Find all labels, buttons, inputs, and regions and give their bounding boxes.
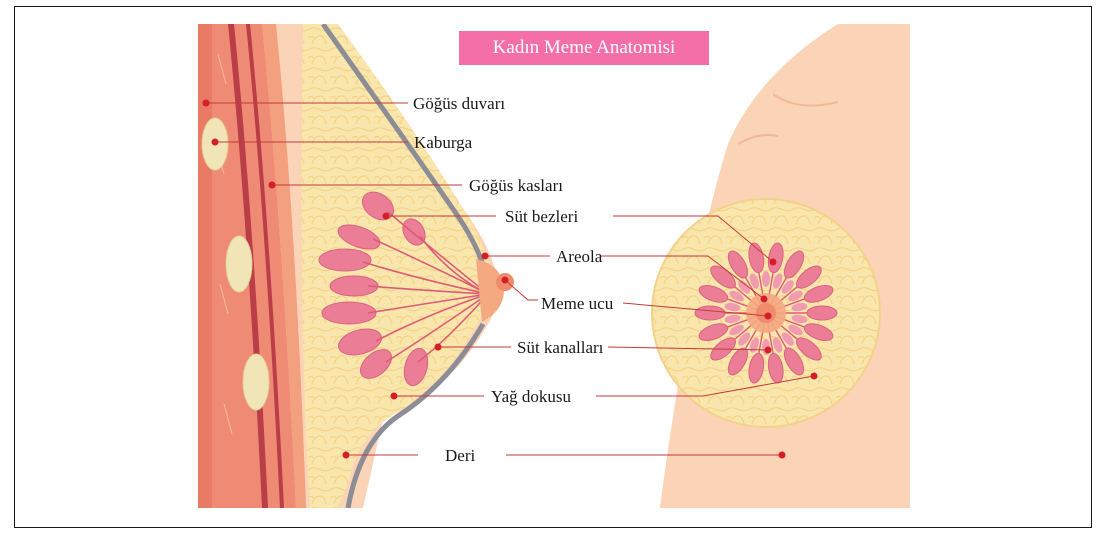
label-chest-wall: Göğüs duvarı (413, 95, 505, 112)
label-milk-ducts: Süt kanalları (517, 339, 603, 356)
front-lobule (807, 306, 837, 320)
front-nipple (756, 303, 776, 323)
front-lobule (695, 306, 725, 320)
label-fatty-tissue: Yağ dokusu (491, 388, 571, 405)
anatomy-illustration (198, 24, 910, 508)
label-milk-glands: Süt bezleri (505, 208, 578, 225)
chest-wall (198, 24, 212, 508)
diagram-title: Kadın Meme Anatomisi (459, 31, 709, 65)
front-lobule-inner (762, 271, 770, 287)
label-chest-muscles: Göğüs kasları (469, 177, 563, 194)
label-rib: Kaburga (414, 134, 472, 151)
label-nipple: Meme ucu (541, 295, 613, 312)
label-areola: Areola (556, 248, 602, 265)
label-skin: Deri (445, 447, 475, 464)
front-view (652, 24, 910, 508)
